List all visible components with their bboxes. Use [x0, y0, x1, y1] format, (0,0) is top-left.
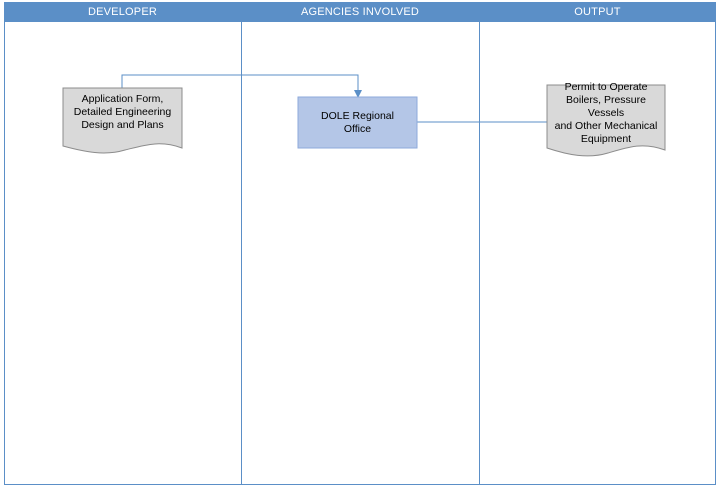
dole-regional-office-label: DOLE Regional Office: [321, 109, 394, 135]
lane-header-output: OUTPUT: [479, 2, 716, 22]
connector-application-to-dole: [121, 74, 362, 98]
lane-header-developer: DEVELOPER: [4, 2, 241, 22]
application-form-label: Application Form, Detailed Engineering D…: [73, 92, 172, 131]
lane-header-agencies-involved: AGENCIES INVOLVED: [241, 2, 479, 22]
dole-regional-office-process-shape: [297, 96, 418, 149]
permit-document-shape: [546, 84, 666, 157]
permit-label: Permit to Operate Boilers, Pressure Vess…: [554, 81, 658, 145]
application-form-document-shape: [62, 87, 183, 154]
lane-output: [479, 22, 716, 485]
